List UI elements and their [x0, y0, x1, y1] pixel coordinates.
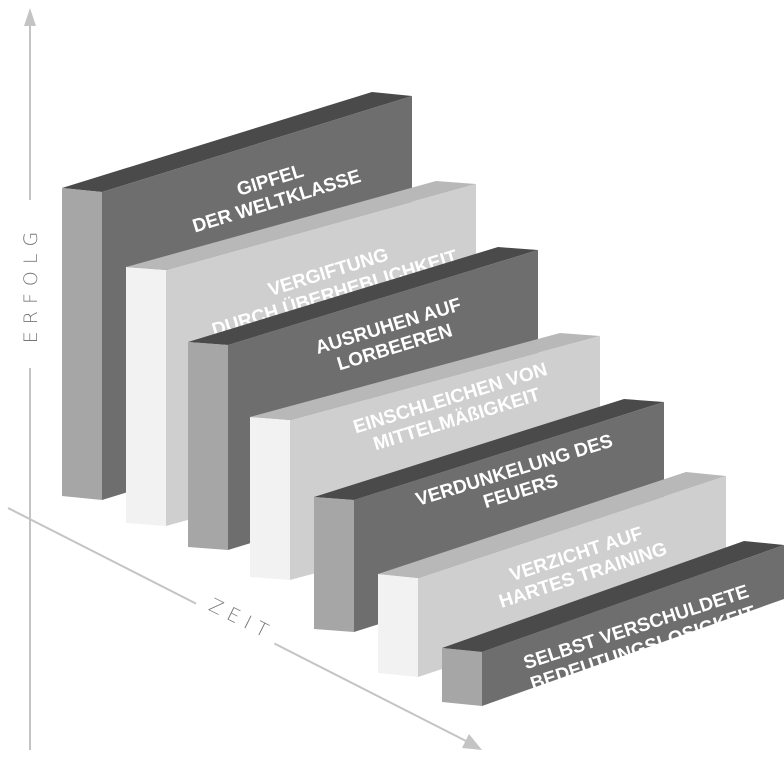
block-top-face — [442, 541, 784, 652]
block-side-face — [62, 188, 102, 500]
axes: ERFOLG ZEIT — [7, 8, 482, 750]
y-axis-label: ERFOLG — [20, 225, 42, 343]
x-axis-arrowhead — [462, 734, 482, 750]
stage-block-6: VERZICHT AUFHARTES TRAINING — [378, 472, 726, 677]
y-axis-label-box — [14, 200, 46, 368]
block-side-face — [188, 342, 228, 550]
block-front-face — [482, 545, 784, 706]
block-side-face — [126, 267, 166, 526]
block-top-face — [378, 472, 726, 578]
x-axis-label-box — [194, 584, 285, 647]
block-top-face — [126, 181, 476, 270]
block-top-face — [188, 247, 538, 345]
block-front-face — [418, 476, 726, 677]
block-side-face — [314, 497, 354, 632]
block-side-face — [378, 574, 418, 677]
block-top-face — [314, 399, 664, 500]
block-side-face — [250, 417, 290, 580]
y-axis-arrowhead — [24, 8, 36, 26]
block-side-face — [442, 648, 482, 706]
block-top-face — [62, 92, 412, 192]
block-top-face — [250, 333, 600, 420]
